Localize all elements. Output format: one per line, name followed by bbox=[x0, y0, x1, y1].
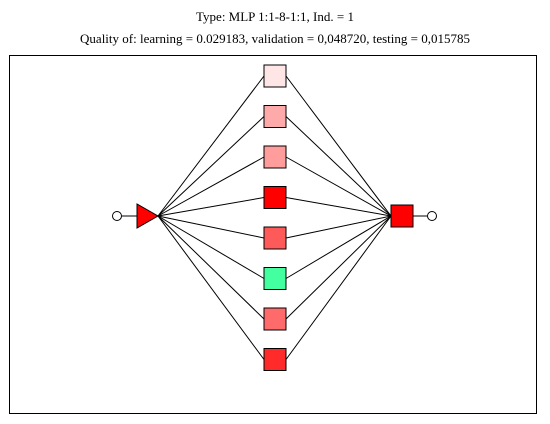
input-hidden-connection bbox=[157, 215, 265, 279]
input-hidden-connection bbox=[157, 75, 265, 217]
input-hidden-connection bbox=[157, 215, 265, 360]
hidden-neuron bbox=[263, 105, 287, 128]
hidden-neuron bbox=[263, 267, 287, 290]
hidden-output-connection bbox=[285, 215, 392, 279]
hidden-neuron bbox=[263, 145, 287, 169]
input-hidden-connection bbox=[157, 215, 265, 239]
input-hidden-connection bbox=[157, 116, 265, 217]
hidden-output-connection bbox=[285, 215, 392, 320]
network-quality-title: Quality of: learning = 0.029183, validat… bbox=[80, 31, 470, 46]
hidden-neuron bbox=[263, 348, 287, 371]
hidden-output-connection bbox=[285, 116, 392, 217]
connections bbox=[157, 75, 392, 360]
nodes bbox=[112, 64, 437, 371]
input-hidden-connection bbox=[157, 156, 265, 217]
output-neuron bbox=[390, 204, 414, 228]
input-hidden-connection bbox=[157, 197, 265, 217]
input-neuron bbox=[136, 203, 160, 229]
hidden-output-connection bbox=[285, 197, 392, 217]
network-type-title: Type: MLP 1:1-8-1:1, Ind. = 1 bbox=[196, 9, 354, 24]
hidden-output-connection bbox=[285, 215, 392, 360]
hidden-output-connection bbox=[285, 215, 392, 239]
hidden-output-connection bbox=[285, 75, 392, 217]
hidden-neuron bbox=[263, 226, 287, 250]
input-hidden-connection bbox=[157, 215, 265, 320]
input-terminal bbox=[112, 211, 122, 221]
hidden-neuron bbox=[263, 186, 287, 209]
hidden-neuron bbox=[263, 307, 287, 331]
output-terminal bbox=[427, 211, 437, 221]
hidden-neuron bbox=[263, 64, 287, 88]
hidden-output-connection bbox=[285, 156, 392, 217]
